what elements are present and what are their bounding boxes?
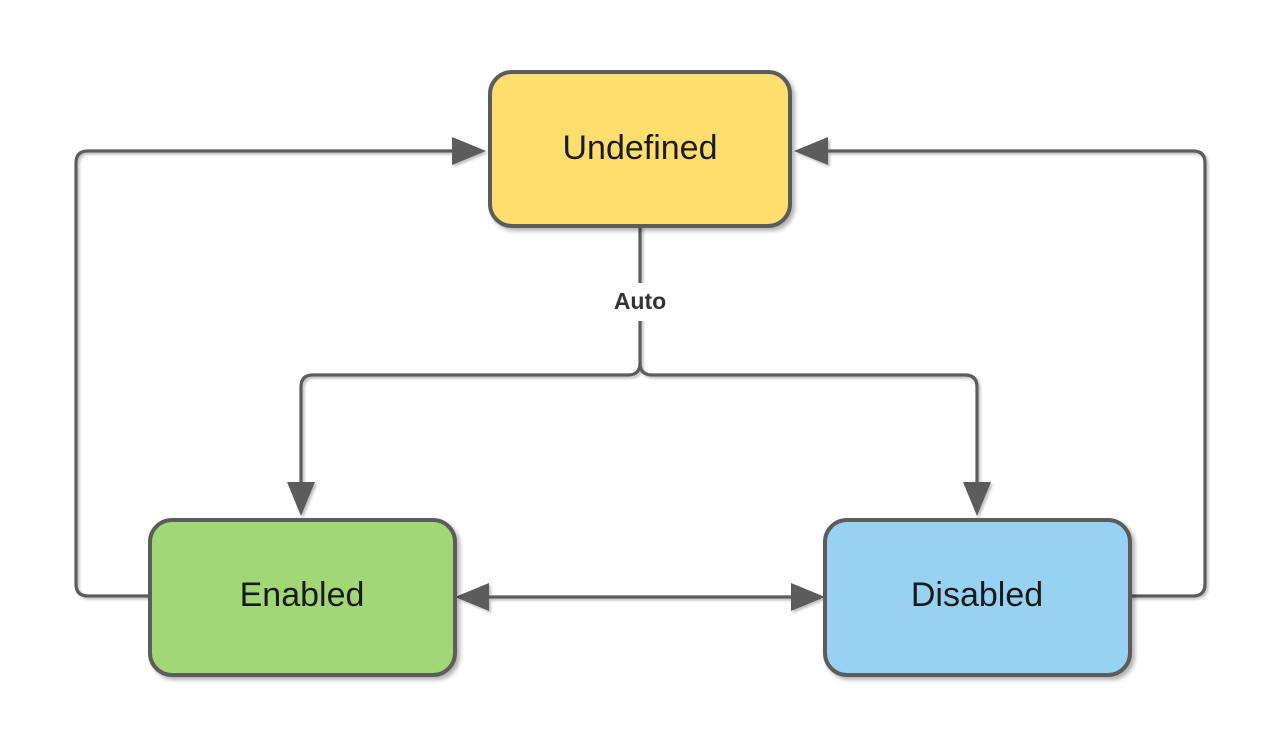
edge-auto-branch-enabled: [299, 362, 642, 486]
node-enabled-shape: [148, 518, 457, 677]
node-disabled-shape: [823, 518, 1132, 677]
edge-label-auto-background: [596, 283, 684, 321]
node-enabled[interactable]: Enabled: [148, 518, 457, 677]
arrowhead-into-undefined-left: [452, 137, 486, 165]
edge-disabled-to-undefined[interactable]: [794, 137, 1207, 598]
arrowhead-into-undefined-right: [794, 137, 828, 165]
arrowhead-into-enabled: [455, 583, 489, 611]
edge-enabled-to-undefined-path: [74, 149, 452, 598]
edge-layer: [74, 137, 1207, 611]
edge-auto-branch-disabled: [638, 362, 979, 486]
edge-enabled-disabled[interactable]: [455, 583, 825, 611]
edge-enabled-to-undefined[interactable]: [74, 137, 486, 598]
node-undefined-label: Undefined: [562, 129, 717, 167]
node-undefined[interactable]: Undefined: [488, 70, 792, 228]
node-disabled-label: Disabled: [911, 576, 1043, 614]
node-enabled-label: Enabled: [240, 576, 365, 614]
node-layer: Undefined Enabled Disabled: [148, 70, 1132, 677]
node-undefined-shape: [488, 70, 792, 228]
arrowhead-into-disabled-horizontal: [791, 583, 825, 611]
node-disabled[interactable]: Disabled: [823, 518, 1132, 677]
edge-disabled-to-undefined-path: [828, 149, 1207, 598]
edge-label-auto-group: Auto: [596, 283, 684, 321]
edge-label-auto: Auto: [614, 288, 666, 314]
edge-auto-fork[interactable]: [287, 226, 991, 516]
arrowhead-into-disabled-top: [963, 482, 991, 516]
arrowhead-into-enabled-top: [287, 482, 315, 516]
